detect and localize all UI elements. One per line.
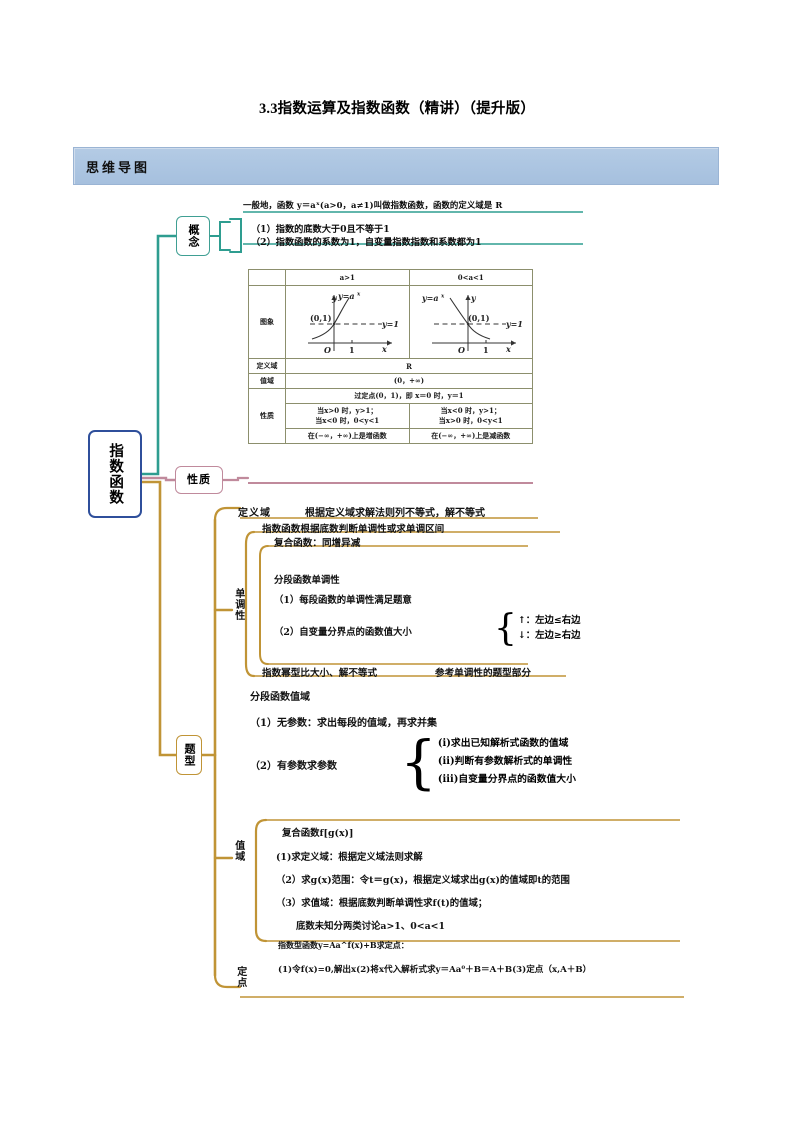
banner-label: 思维导图 <box>86 161 151 176</box>
brace-range-item-3: (iii)自变量分界点的函数值大小 <box>437 774 576 786</box>
monotonicity-brace-group: { ↑：左边≤右边 ↓：左边≥右边 <box>494 608 581 649</box>
svg-text:O: O <box>458 345 465 355</box>
graph-cell-increasing: y=a x (0,1) y=1 O 1 x <box>285 285 410 359</box>
svg-text:(0,1): (0,1) <box>468 313 490 323</box>
section-banner: 思维导图 <box>73 147 719 185</box>
props-right-line-1: 当x<0 时，y>1； <box>440 406 501 415</box>
branch-node-properties-label: 性质 <box>187 473 211 487</box>
fixed-point-line-2: (1)令f(x)=0,解出x(2)将x代入解析式求y＝Aa⁰＋B＝A＋B(3)定… <box>278 965 592 975</box>
piecewise-monotonicity-item-1: （1）每段函数的单调性满足题意 <box>274 595 412 606</box>
svg-text:x: x <box>381 344 387 354</box>
props-left-lines: 当x>0 时，y>1； 当x<0 时，0<y<1 <box>285 403 410 429</box>
subbranch-label-fixed-point[interactable]: 定点 <box>234 966 246 988</box>
svg-text:x: x <box>440 294 445 300</box>
branch-node-concept[interactable]: 概念 <box>176 216 210 256</box>
table-row-props-fixed: 性质 过定点(0，1)，即 x＝0 时，y＝1 <box>248 388 533 444</box>
page-title: 3.3指数运算及指数函数（精讲）（提升版） <box>258 101 536 117</box>
table-col-header-a-between: 0<a<1 <box>408 269 533 286</box>
table-row-range: 值域 (0，+∞) <box>248 373 533 389</box>
table-row-graph: 图象 y=a x (0 <box>248 285 533 359</box>
props-left-line-2: 当x<0 时，0<y<1 <box>315 416 380 425</box>
props-left-line-1: 当x>0 时，y>1； <box>317 406 378 415</box>
svg-text:y=1: y=1 <box>381 319 399 329</box>
piecewise-range-title: 分段函数值域 <box>250 692 310 703</box>
range-step-1: (1)求定义域：根据定义域法则求解 <box>276 852 423 863</box>
svg-text:O: O <box>324 345 331 355</box>
svg-text:x: x <box>505 344 511 354</box>
row-header-domain: 定义域 <box>248 358 286 374</box>
props-left-bottom: 在(−∞，+∞)上是增函数 <box>285 428 410 444</box>
range-composite-title: 复合函数f[g(x)] <box>282 828 354 839</box>
range-step-3: （3）求值域：根据底数判断单调性求f(t)的值域； <box>276 898 488 909</box>
svg-text:y=a: y=a <box>421 293 439 303</box>
subbranch-label-monotonicity[interactable]: 单调性 <box>232 588 244 621</box>
svg-text:(0,1): (0,1) <box>310 313 332 323</box>
branch-node-properties[interactable]: 性质 <box>175 466 223 494</box>
domain-method-text: 根据定义域求解法则列不等式，解不等式 <box>305 508 485 519</box>
concept-item-1: （1）指数的底数大于0且不等于1 <box>251 224 390 235</box>
piecewise-range-item-2: （2）有参数求参数 <box>250 761 337 772</box>
svg-text:x: x <box>356 292 361 298</box>
fixed-point-note: 过定点(0，1)，即 x＝0 时，y＝1 <box>285 388 533 404</box>
table-col-header-a-gt-1: a>1 <box>285 269 410 286</box>
monotonicity-line-2: 复合函数：同增异减 <box>274 538 361 549</box>
row-header-range: 值域 <box>248 373 286 389</box>
brace-item-down: ↓：左边≥右边 <box>517 629 581 641</box>
row-header-properties: 性质 <box>248 388 286 444</box>
graph-cell-decreasing: y=a x (0,1) y=1 O 1 x y <box>408 285 533 359</box>
piecewise-range-item-1: （1）无参数：求出每段的值域，再求并集 <box>250 718 437 729</box>
branch-node-problem-types-label: 题型 <box>182 743 196 767</box>
table-header-row: a>1 0<a<1 <box>248 269 533 286</box>
concept-intro-text: 一般地，函数 y＝aˣ(a>0，a≠1)叫做指数函数，函数的定义域是 R <box>243 200 503 210</box>
piecewise-range-brace-group: { (i)求出已知解析式函数的值域 (ii)判断有参数解析式的单调性 (iii)… <box>400 728 576 797</box>
table-row-props-monotone: 在(−∞，+∞)上是增函数 在(−∞，+∞)上是减函数 <box>249 428 533 444</box>
range-step-4: 底数未知分两类讨论a>1、0<a<1 <box>296 921 446 932</box>
range-value: (0，+∞) <box>285 373 533 389</box>
props-right-line-2: 当x>0 时，0<y<1 <box>438 416 503 425</box>
brace-item-up: ↑：左边≤右边 <box>517 614 581 626</box>
props-right-bottom: 在(−∞，+∞)上是减函数 <box>408 428 533 444</box>
brace-symbol: { <box>494 608 517 649</box>
table-corner-cell <box>248 269 286 286</box>
brace-symbol: { <box>400 728 437 797</box>
monotonicity-line-1: 指数函数根据底数判断单调性或求单调区间 <box>262 524 445 535</box>
table-row-props-compare: 当x>0 时，y>1； 当x<0 时，0<y<1 当x<0 时，y>1； 当x>… <box>249 403 533 429</box>
svg-text:y: y <box>331 293 338 303</box>
root-node-label: 指数函数 <box>107 443 125 505</box>
svg-text:1: 1 <box>483 345 489 355</box>
branch-node-problem-types[interactable]: 题型 <box>176 735 202 775</box>
compare-line-right: 参考单调性的题型部分 <box>435 668 531 679</box>
properties-table: a>1 0<a<1 图象 <box>248 269 533 444</box>
subbranch-label-range[interactable]: 值域 <box>232 840 244 862</box>
concept-item-2: （2）指数函数的系数为1，自变量指数指数和系数都为1 <box>251 237 482 248</box>
piecewise-monotonicity-item-2: （2）自变量分界点的函数值大小 <box>274 627 412 638</box>
fixed-point-line-1: 指数型函数y=Aa^f(x)+B求定点： <box>278 940 409 950</box>
range-step-2: （2）求g(x)范围：令t＝g(x)，根据定义域求出g(x)的值域即t的范围 <box>276 875 570 886</box>
svg-text:y: y <box>470 293 477 303</box>
root-node[interactable]: 指数函数 <box>88 430 142 518</box>
svg-text:1: 1 <box>349 345 355 355</box>
piecewise-monotonicity-title: 分段函数单调性 <box>274 575 340 586</box>
domain-value: R <box>285 358 533 374</box>
subbranch-label-domain[interactable]: 定义域 <box>238 508 271 519</box>
brace-range-item-2: (ii)判断有参数解析式的单调性 <box>437 756 573 768</box>
svg-text:y=a: y=a <box>337 291 355 301</box>
svg-text:y=1: y=1 <box>505 319 523 329</box>
props-right-lines: 当x<0 时，y>1； 当x>0 时，0<y<1 <box>408 403 533 429</box>
table-row-domain: 定义域 R <box>248 358 533 374</box>
compare-line-left: 指数幂型比大小、解不等式 <box>262 668 378 679</box>
row-header-graph: 图象 <box>248 285 286 359</box>
brace-range-item-1: (i)求出已知解析式函数的值域 <box>437 738 569 749</box>
branch-node-concept-label: 概念 <box>186 224 200 248</box>
